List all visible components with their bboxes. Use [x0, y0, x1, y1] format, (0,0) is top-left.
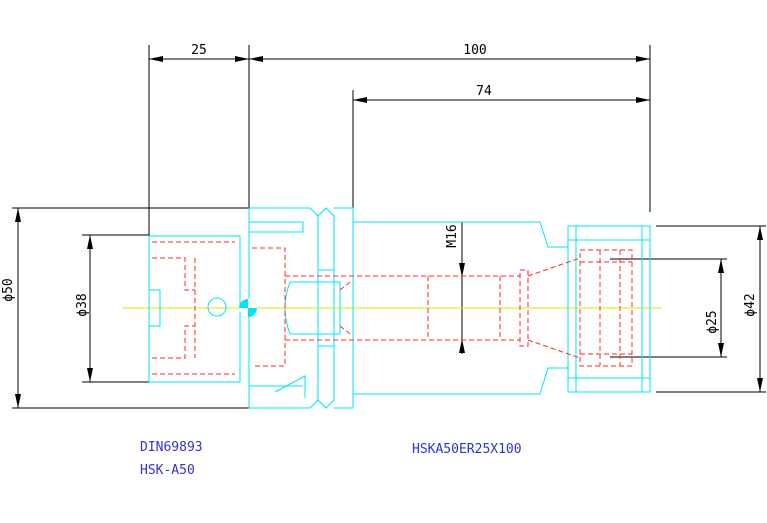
dimension-m16-text: M16	[445, 224, 460, 247]
dimension-dia-38: ϕ38	[75, 234, 149, 383]
dimension-25-text: 25	[191, 43, 207, 58]
dimension-dia-25: ϕ25	[610, 258, 727, 358]
standard-label: DIN69893	[140, 440, 203, 455]
part-number-label: HSKA50ER25X100	[412, 442, 522, 457]
dimension-dia-50: ϕ50	[1, 207, 249, 409]
dimension-100: 100	[249, 43, 651, 212]
dimension-m16: M16	[445, 222, 465, 354]
hidden-lines	[152, 241, 633, 375]
dimension-74-text: 74	[476, 84, 492, 99]
dimension-100-text: 100	[463, 43, 486, 58]
interface-label: HSK-A50	[140, 463, 195, 478]
dimension-25: 25	[148, 43, 250, 236]
tool-holder-outline	[148, 207, 651, 409]
dimension-74: 74	[352, 84, 650, 210]
dimension-dia-38-text: ϕ38	[75, 293, 90, 316]
dimension-dia-50-text: ϕ50	[1, 278, 16, 301]
dimension-dia-42: ϕ42	[656, 225, 766, 393]
dimension-dia-42-text: ϕ42	[743, 293, 758, 316]
dimension-dia-25-text: ϕ25	[705, 310, 720, 333]
